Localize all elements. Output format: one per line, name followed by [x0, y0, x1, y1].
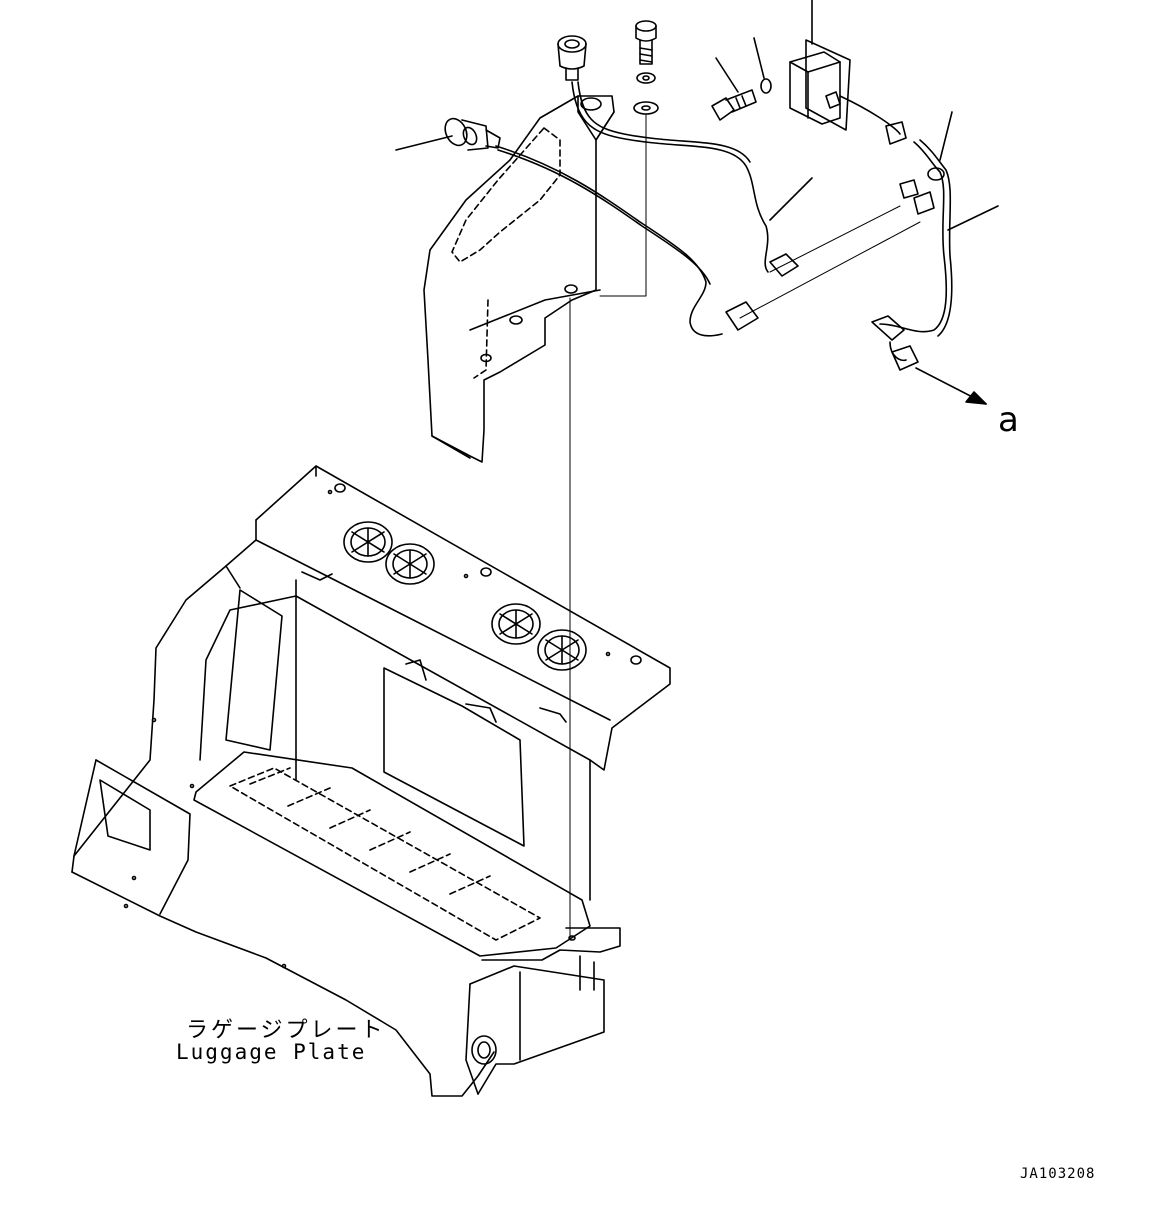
arrow-ref-label: a [998, 400, 1019, 440]
leader-line [769, 177, 813, 221]
fan-icon [537, 629, 587, 671]
bolt-icon [635, 20, 657, 65]
arrow-icon [915, 367, 987, 405]
cab-frame [71, 465, 671, 1097]
leader-line [395, 135, 453, 151]
washer-icon [633, 101, 659, 115]
fan-icon [491, 603, 541, 645]
wiring-harness [495, 81, 953, 362]
fan-icon [343, 521, 393, 563]
bolt-icon [711, 89, 757, 121]
luggage-plate-label-jp: ラゲージプレート [186, 1018, 386, 1043]
fan-icon [385, 543, 435, 585]
bracket-panel [423, 95, 615, 463]
drawing-code: JA103208 [1020, 1166, 1096, 1182]
leader-line [715, 57, 739, 93]
connector-icon [725, 121, 935, 371]
washer-icon [636, 72, 656, 84]
socket-icon [557, 35, 587, 81]
relay-icon [789, 39, 851, 131]
socket-icon [444, 117, 501, 151]
leader-line [939, 111, 953, 161]
leader-line [947, 205, 999, 231]
washer-icon [760, 78, 772, 94]
leader-line [753, 37, 765, 79]
luggage-plate-label-en: Luggage Plate [176, 1040, 367, 1064]
